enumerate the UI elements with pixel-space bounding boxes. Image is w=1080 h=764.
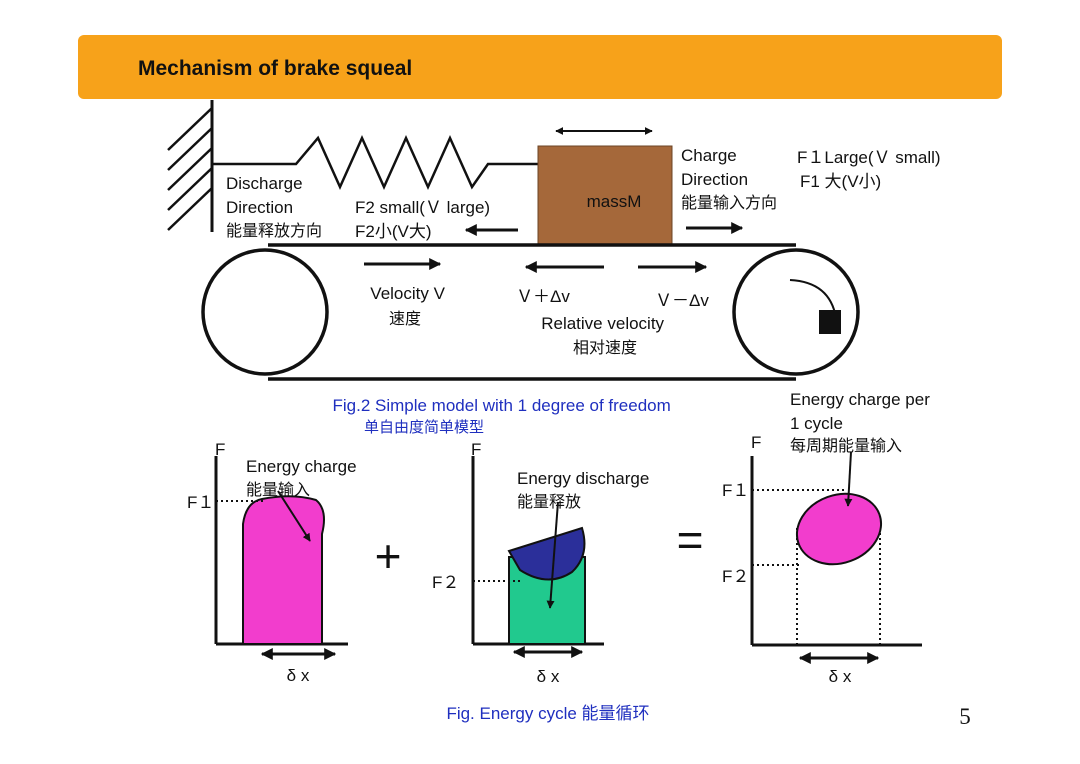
energy-chart-cycle — [750, 451, 922, 664]
equals-sign: = — [677, 514, 704, 566]
plus-sign: + — [375, 530, 402, 582]
charge-area — [242, 495, 325, 645]
chart1-x-label: δ x — [287, 666, 310, 685]
spring — [212, 134, 538, 191]
velocity-label: Velocity V 速度 — [370, 284, 449, 328]
chart1-y-axis-label: F — [215, 440, 225, 459]
fig2-caption: Fig.2 Simple model with 1 degree of free… — [332, 396, 675, 436]
chart2-y-axis-label: F — [471, 440, 481, 459]
f1-large-label: F１Large(Ｖ small) F1 大(V小) — [797, 148, 945, 191]
slide-title: Mechanism of brake squeal — [138, 57, 413, 80]
chart3-x-label: δ x — [829, 667, 852, 686]
wall — [167, 100, 214, 232]
energy-cycle-caption: Fig. Energy cycle 能量循环 — [446, 704, 649, 723]
energy-charge-per-cycle-label: Energy charge per 1 cycle 每周期能量输入 — [790, 390, 935, 455]
v-minus-label: Ｖ－Δv — [655, 291, 709, 310]
page-number: 5 — [959, 704, 971, 729]
chart3-f2-label: F２ — [722, 567, 749, 586]
chart1-f1-label: F１ — [187, 493, 214, 512]
mass-label: massM — [587, 192, 642, 211]
discharge-cap — [507, 526, 586, 581]
conveyor-belt — [201, 243, 860, 381]
v-plus-label: Ｖ＋Δv — [516, 287, 570, 306]
discharge-direction-label: Discharge Direction 能量释放方向 — [226, 174, 322, 240]
energy-discharge-label: Energy discharge 能量释放 — [517, 469, 654, 511]
charge-direction-label: Charge Direction 能量输入方向 — [681, 146, 777, 212]
mass-block — [537, 145, 673, 245]
cycle-area — [795, 492, 883, 566]
energy-chart-charge — [214, 456, 348, 660]
title-banner — [78, 35, 1002, 99]
chart2-f2-label: F２ — [432, 573, 459, 592]
relative-velocity-label: Relative velocity 相对速度 — [541, 314, 669, 357]
chart3-f1-label: F１ — [722, 481, 749, 500]
chart3-y-axis-label: F — [751, 433, 761, 452]
chart2-x-label: δ x — [537, 667, 560, 686]
energy-charge-label: Energy charge 能量输入 — [246, 457, 361, 499]
f2-small-label: F2 small(Ｖ large) F2小(V大) — [355, 198, 495, 241]
energy-chart-discharge — [471, 456, 604, 658]
